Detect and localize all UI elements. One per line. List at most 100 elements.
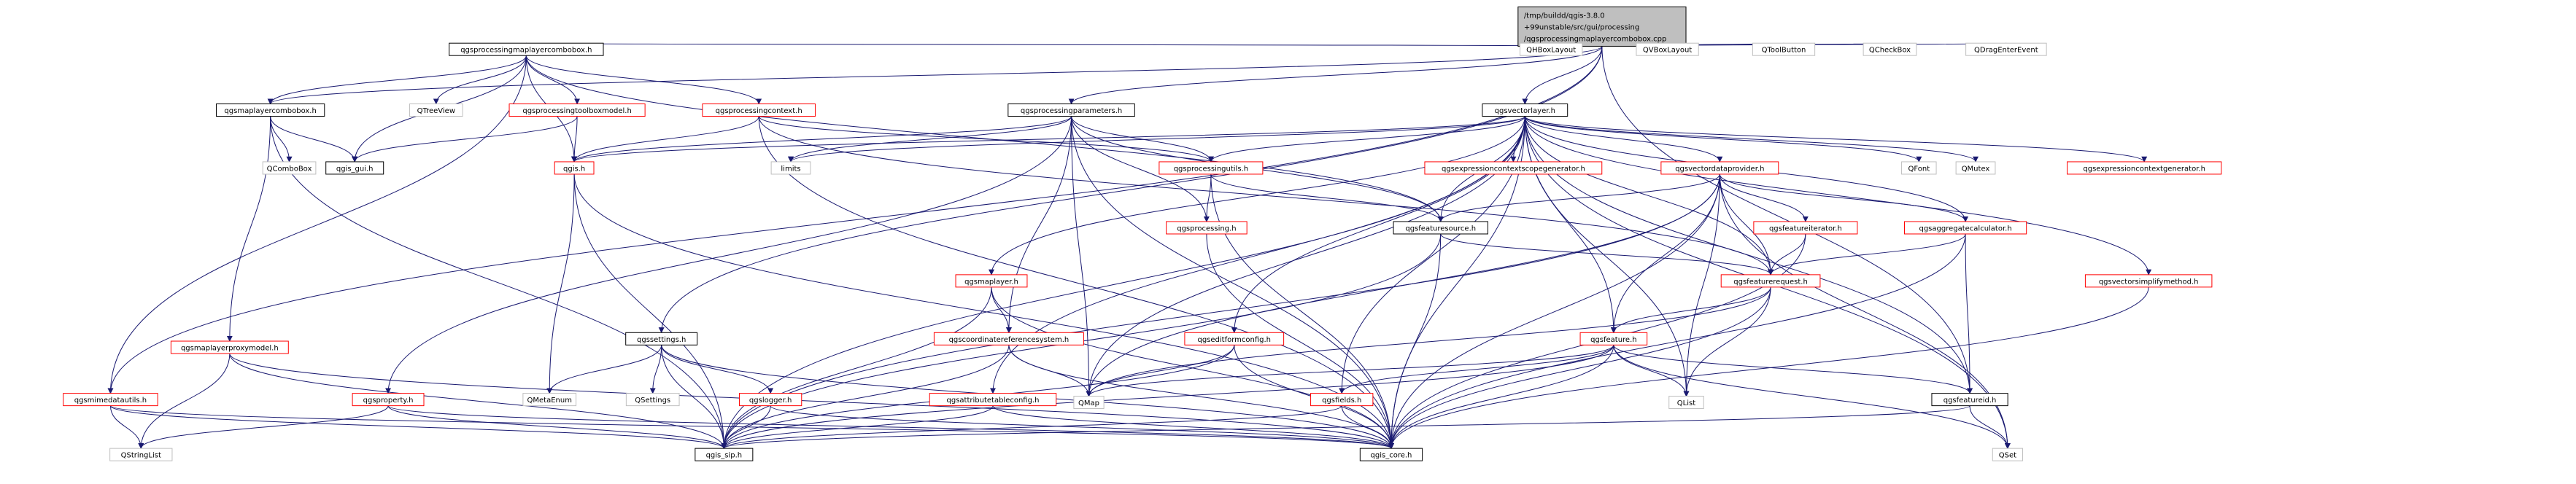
node-qtreeview: QTreeView: [409, 104, 463, 117]
node-label: limits: [781, 165, 800, 173]
node-mimeutils-h[interactable]: qgsmimedatautils.h: [63, 393, 158, 407]
edge-ptbm_h-to-qgis_h: [571, 116, 578, 163]
edge-qgis_h-to-sip_h: [573, 173, 727, 449]
node-pparams-h[interactable]: qgsprocessingparameters.h: [1007, 104, 1135, 117]
node-qstringlist: QStringList: [109, 448, 173, 461]
node-settings-h[interactable]: qgssettings.h: [625, 332, 698, 346]
edge-vl_h-to-feat_h: [1524, 116, 1617, 334]
node-label: QMap: [1078, 399, 1099, 407]
node-fields-h[interactable]: qgsfields.h: [1310, 393, 1374, 407]
edge-maplayer_h-to-sip_h: [721, 286, 992, 449]
node-box: [1310, 393, 1374, 407]
edge-pparams_h-to-putils_h: [1071, 116, 1214, 163]
node-box: [1517, 6, 1687, 47]
node-box: [1752, 42, 1816, 56]
node-qhbox: QHBoxLayout: [1520, 42, 1583, 56]
edge-vdp_h-to-sip_h: [721, 173, 1720, 449]
node-freq-h[interactable]: qgsfeaturerequest.h: [1720, 274, 1821, 288]
edge-feat_h-to-sip_h: [721, 345, 1614, 449]
node-label: qgsvectorsimplifymethod.h: [2099, 278, 2199, 286]
node-box: [1520, 42, 1583, 56]
node-box: [738, 393, 802, 407]
node-vsm-h[interactable]: qgsvectorsimplifymethod.h: [2084, 274, 2213, 288]
edge-vl_h-to-freq_h: [1524, 116, 1774, 276]
edge-pmlcb_h-to-ptbm_h: [525, 55, 581, 105]
node-efc-h[interactable]: qgseditformconfig.h: [1184, 332, 1285, 346]
edge-pmlcb_h-to-pctx_h: [525, 55, 762, 105]
node-box: [1931, 393, 2008, 407]
node-pctx-h[interactable]: qgsprocessingcontext.h: [702, 104, 816, 117]
node-box: [1424, 161, 1603, 175]
node-label: qgis_sip.h: [706, 452, 743, 460]
node-mlpm-h[interactable]: qgsmaplayerproxymodel.h: [170, 340, 289, 354]
node-label: QComboBox: [267, 165, 312, 173]
edge-settings_h-to-qsettings: [649, 345, 662, 394]
node-box: [1720, 274, 1821, 288]
edge-aggcalc_h-to-freq_h: [1768, 233, 1966, 276]
edge-pctx_h-to-freq_h: [758, 116, 1774, 276]
node-fsrc-h[interactable]: qgsfeaturesource.h: [1393, 221, 1488, 235]
edge-pparams_h-to-prop_h: [385, 116, 1072, 394]
node-prop-h[interactable]: qgsproperty.h: [352, 393, 425, 407]
node-label: qgsfields.h: [1322, 397, 1361, 405]
edge-maplayer_h-to-core_h: [991, 286, 1394, 449]
node-ecsg-h[interactable]: qgsexpressioncontextscopegenerator.h: [1424, 161, 1603, 175]
node-label: QList: [1677, 399, 1695, 407]
edge-mlpm_h-to-core_h: [229, 353, 1394, 449]
node-proc-h[interactable]: qgsprocessing.h: [1166, 221, 1248, 235]
edge-vl_h-to-ecg_h: [1524, 116, 2147, 163]
edge-pctx_h-to-qgis_h: [571, 116, 759, 163]
node-label: QVBoxLayout: [1643, 47, 1692, 55]
node-root[interactable]: /tmp/buildd/qgis-3.8.0+99unstable/src/gu…: [1517, 6, 1687, 47]
node-label: qgsprocessingcontext.h: [716, 107, 802, 115]
edge-fid_h-to-sip_h: [721, 405, 1970, 449]
edge-vl_h-to-qmutex: [1524, 116, 1979, 163]
node-vl-h[interactable]: qgsvectorlayer.h: [1482, 104, 1569, 117]
node-pmlcb-h[interactable]: qgsprocessingmaplayercombobox.h: [449, 42, 604, 56]
edge-crs_h-to-sip_h: [721, 345, 1010, 449]
node-mlcb-h[interactable]: qgsmaplayercombobox.h: [215, 104, 325, 117]
node-label: qgsattributetableconfig.h: [947, 397, 1040, 405]
edge-atc_h-to-sip_h: [721, 405, 994, 449]
edge-settings_h-to-logger_h: [661, 345, 774, 394]
node-ptbm-h[interactable]: qgsprocessingtoolboxmodel.h: [508, 104, 646, 117]
node-crs-h[interactable]: qgscoordinatereferencesystem.h: [933, 332, 1084, 346]
node-ecg-h[interactable]: qgsexpressioncontextgenerator.h: [2067, 161, 2222, 175]
node-core-h[interactable]: qgis_core.h: [1359, 448, 1423, 461]
node-gisgui-h[interactable]: qgis_gui.h: [325, 161, 384, 175]
node-vdp-h[interactable]: qgsvectordataprovider.h: [1660, 161, 1779, 175]
node-box: [1073, 396, 1105, 410]
edge-putils_h-to-core_h: [1210, 173, 1394, 449]
edge-feat_h-to-core_h: [1388, 345, 1614, 449]
node-feat-h[interactable]: qgsfeature.h: [1579, 332, 1648, 346]
node-box: [1359, 448, 1423, 461]
node-box: [625, 332, 698, 346]
edge-crs_h-to-core_h: [1008, 345, 1394, 449]
node-box: [2084, 274, 2213, 288]
edge-mlcb_h-to-gisgui_h: [270, 116, 358, 163]
node-limits: limits: [770, 161, 811, 175]
edge-vdp_h-to-fsrc_h: [1437, 173, 1720, 222]
node-sip-h[interactable]: qgis_sip.h: [695, 448, 754, 461]
node-putils-h[interactable]: qgsprocessingutils.h: [1159, 161, 1264, 175]
node-box: [508, 104, 646, 117]
edge-feat_h-to-fields_h: [1339, 345, 1614, 394]
node-fid-h[interactable]: qgsfeatureid.h: [1931, 393, 2008, 407]
edge-vl_h-to-efc_h: [1231, 116, 1525, 334]
edge-logger_h-to-sip_h: [721, 405, 771, 449]
edge-aggcalc_h-to-fid_h: [1965, 233, 1973, 394]
node-maplayer-h[interactable]: qgsmaplayer.h: [955, 274, 1028, 288]
edge-freq_h-to-core_h: [1388, 286, 1771, 449]
node-qcombobox: QComboBox: [262, 161, 317, 175]
edge-putils_h-to-fsrc_h: [1210, 173, 1444, 222]
edge-freq_h-to-qmap: [1086, 286, 1771, 397]
node-logger-h[interactable]: qgslogger.h: [738, 393, 802, 407]
edge-mlpm_h-to-qstringlist: [138, 354, 231, 449]
node-atc-h[interactable]: qgsattributetableconfig.h: [929, 393, 1057, 407]
node-qgis-h[interactable]: qgis.h: [554, 161, 595, 175]
edge-vl_h-to-vdp_h: [1524, 116, 1723, 163]
node-aggcalc-h[interactable]: qgsaggregatecalculator.h: [1903, 221, 2027, 235]
node-label: qgis_gui.h: [336, 165, 374, 173]
edge-vdp_h-to-fiter_h: [1719, 173, 1809, 222]
node-fiter-h[interactable]: qgsfeatureiterator.h: [1753, 221, 1858, 235]
